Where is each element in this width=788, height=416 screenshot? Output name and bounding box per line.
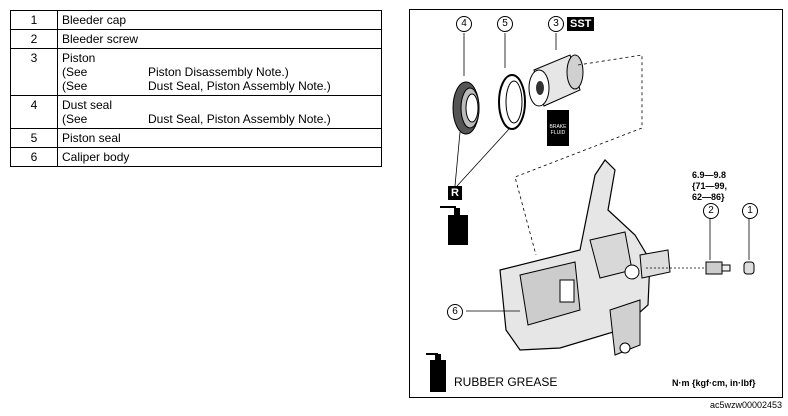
rubber-grease-can bbox=[426, 353, 446, 392]
torque-line-2: {71—99, bbox=[692, 181, 728, 191]
part-reference: (See Dust Seal, Piston Assembly Note.) bbox=[62, 112, 377, 126]
grease-can-r bbox=[440, 206, 468, 245]
part-number: 4 bbox=[10, 95, 58, 129]
reference-see: (See bbox=[62, 65, 88, 79]
callout-5: 5 bbox=[497, 16, 513, 32]
part-reference: (See Piston Disassembly Note.) bbox=[62, 65, 377, 79]
torque-line-1: 6.9—9.8 bbox=[692, 170, 727, 180]
parts-row: 1 Bleeder cap bbox=[10, 10, 382, 30]
callout-2: 2 bbox=[703, 203, 719, 219]
reference-note: Dust Seal, Piston Assembly Note.) bbox=[148, 112, 331, 126]
part-name-cell: Dust seal(See Dust Seal, Piston Assembly … bbox=[57, 95, 382, 129]
rubber-grease-label: RUBBER GREASE bbox=[454, 375, 558, 389]
parts-row: 4 Dust seal(See Dust Seal, Piston Assembly… bbox=[10, 95, 382, 129]
figure-code: ac5wzw00002453 bbox=[709, 400, 782, 410]
part-name: Bleeder screw bbox=[62, 32, 139, 46]
torque-units-label: N·m {kgf·cm, in·lbf} bbox=[672, 378, 756, 388]
parts-row: 5 Piston seal bbox=[10, 128, 382, 148]
svg-text:BRAKE: BRAKE bbox=[550, 124, 568, 130]
torque-line-3: 62—86} bbox=[692, 192, 725, 202]
parts-row: 2 Bleeder screw bbox=[10, 29, 382, 49]
r-badge: R bbox=[448, 186, 462, 200]
part-name: Bleeder cap bbox=[62, 13, 127, 27]
reference-note: Dust Seal, Piston Assembly Note.) bbox=[148, 79, 331, 93]
part-name-cell: Piston seal bbox=[57, 128, 382, 148]
callout-3: 3 bbox=[548, 16, 564, 32]
exploded-view-figure: BRAKE FLUID bbox=[409, 9, 783, 398]
caliper-drawing: BRAKE FLUID bbox=[426, 33, 755, 392]
part-name-cell: Caliper body bbox=[57, 147, 382, 167]
reference-see: (See bbox=[62, 112, 88, 126]
part-reference: (See Dust Seal, Piston Assembly Note.) bbox=[62, 79, 377, 93]
reference-see: (See bbox=[62, 79, 88, 93]
callout-1: 1 bbox=[742, 203, 758, 219]
part-name-cell: Bleeder cap bbox=[57, 10, 382, 30]
part-number: 6 bbox=[10, 147, 58, 167]
torque-spec: 6.9—9.8 {71—99, 62—86} bbox=[692, 170, 727, 203]
part-number: 1 bbox=[10, 10, 58, 30]
bleeder-cap-part bbox=[743, 261, 755, 275]
callout-6: 6 bbox=[447, 304, 463, 320]
dust-seal-part bbox=[452, 81, 480, 135]
part-number: 3 bbox=[10, 48, 58, 96]
piston-seal-part bbox=[498, 74, 526, 130]
brake-fluid-can: BRAKE FLUID bbox=[547, 110, 569, 146]
reference-note: Piston Disassembly Note.) bbox=[148, 65, 289, 79]
part-number: 2 bbox=[10, 29, 58, 49]
bleeder-screw-part bbox=[705, 261, 731, 275]
dashed-guide bbox=[514, 54, 643, 256]
piston-part bbox=[528, 54, 584, 107]
part-name: Caliper body bbox=[62, 150, 130, 164]
caliper-body-part bbox=[499, 159, 671, 356]
part-name: Piston bbox=[62, 51, 96, 65]
part-name: Dust seal bbox=[62, 98, 113, 112]
part-number: 5 bbox=[10, 128, 58, 148]
sst-badge: SST bbox=[567, 17, 595, 31]
part-name-cell: Bleeder screw bbox=[57, 29, 382, 49]
callout-4: 4 bbox=[456, 16, 472, 32]
part-name: Piston seal bbox=[62, 131, 121, 145]
parts-row: 6 Caliper body bbox=[10, 147, 382, 167]
svg-text:FLUID: FLUID bbox=[551, 130, 566, 136]
